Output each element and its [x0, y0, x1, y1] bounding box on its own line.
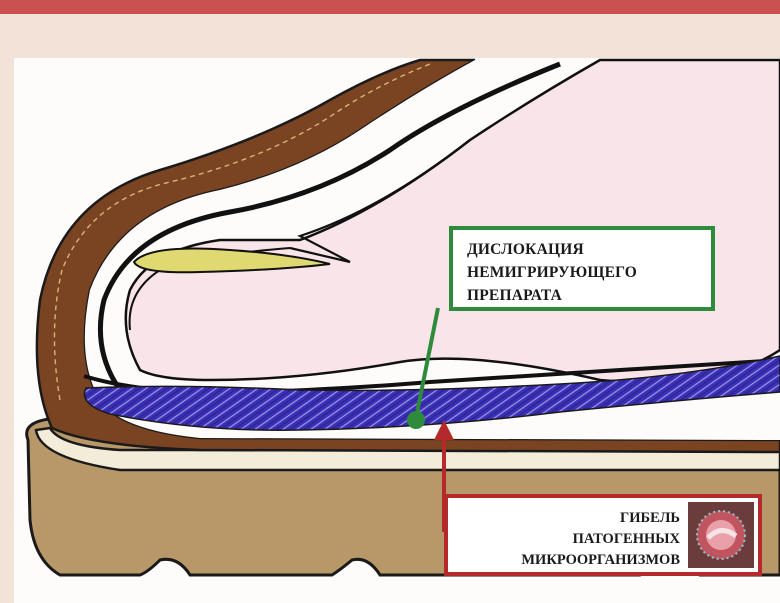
pathogen-label-line-3: МИКРООРГАНИЗМОВ	[454, 550, 680, 571]
dislocation-label-line-3: ПРЕПАРАТА	[467, 284, 701, 307]
top-band	[0, 0, 780, 14]
dislocation-label-line-2: НЕМИГРИРУЮЩЕГО	[467, 261, 701, 284]
dislocation-label-line-1: ДИСЛОКАЦИЯ	[467, 238, 701, 261]
microorganism-image	[688, 502, 754, 568]
dislocation-pointer-dot	[407, 411, 425, 429]
pathogen-label-line-1: ГИБЕЛЬ	[454, 508, 680, 529]
pathogen-label-line-2: ПАТОГЕННЫХ	[454, 529, 680, 550]
pathogen-death-label-box: ГИБЕЛЬ ПАТОГЕННЫХ МИКРООРГАНИЗМОВ	[444, 494, 762, 576]
dislocation-label-box: ДИСЛОКАЦИЯ НЕМИГРИРУЮЩЕГО ПРЕПАРАТА	[449, 226, 715, 311]
